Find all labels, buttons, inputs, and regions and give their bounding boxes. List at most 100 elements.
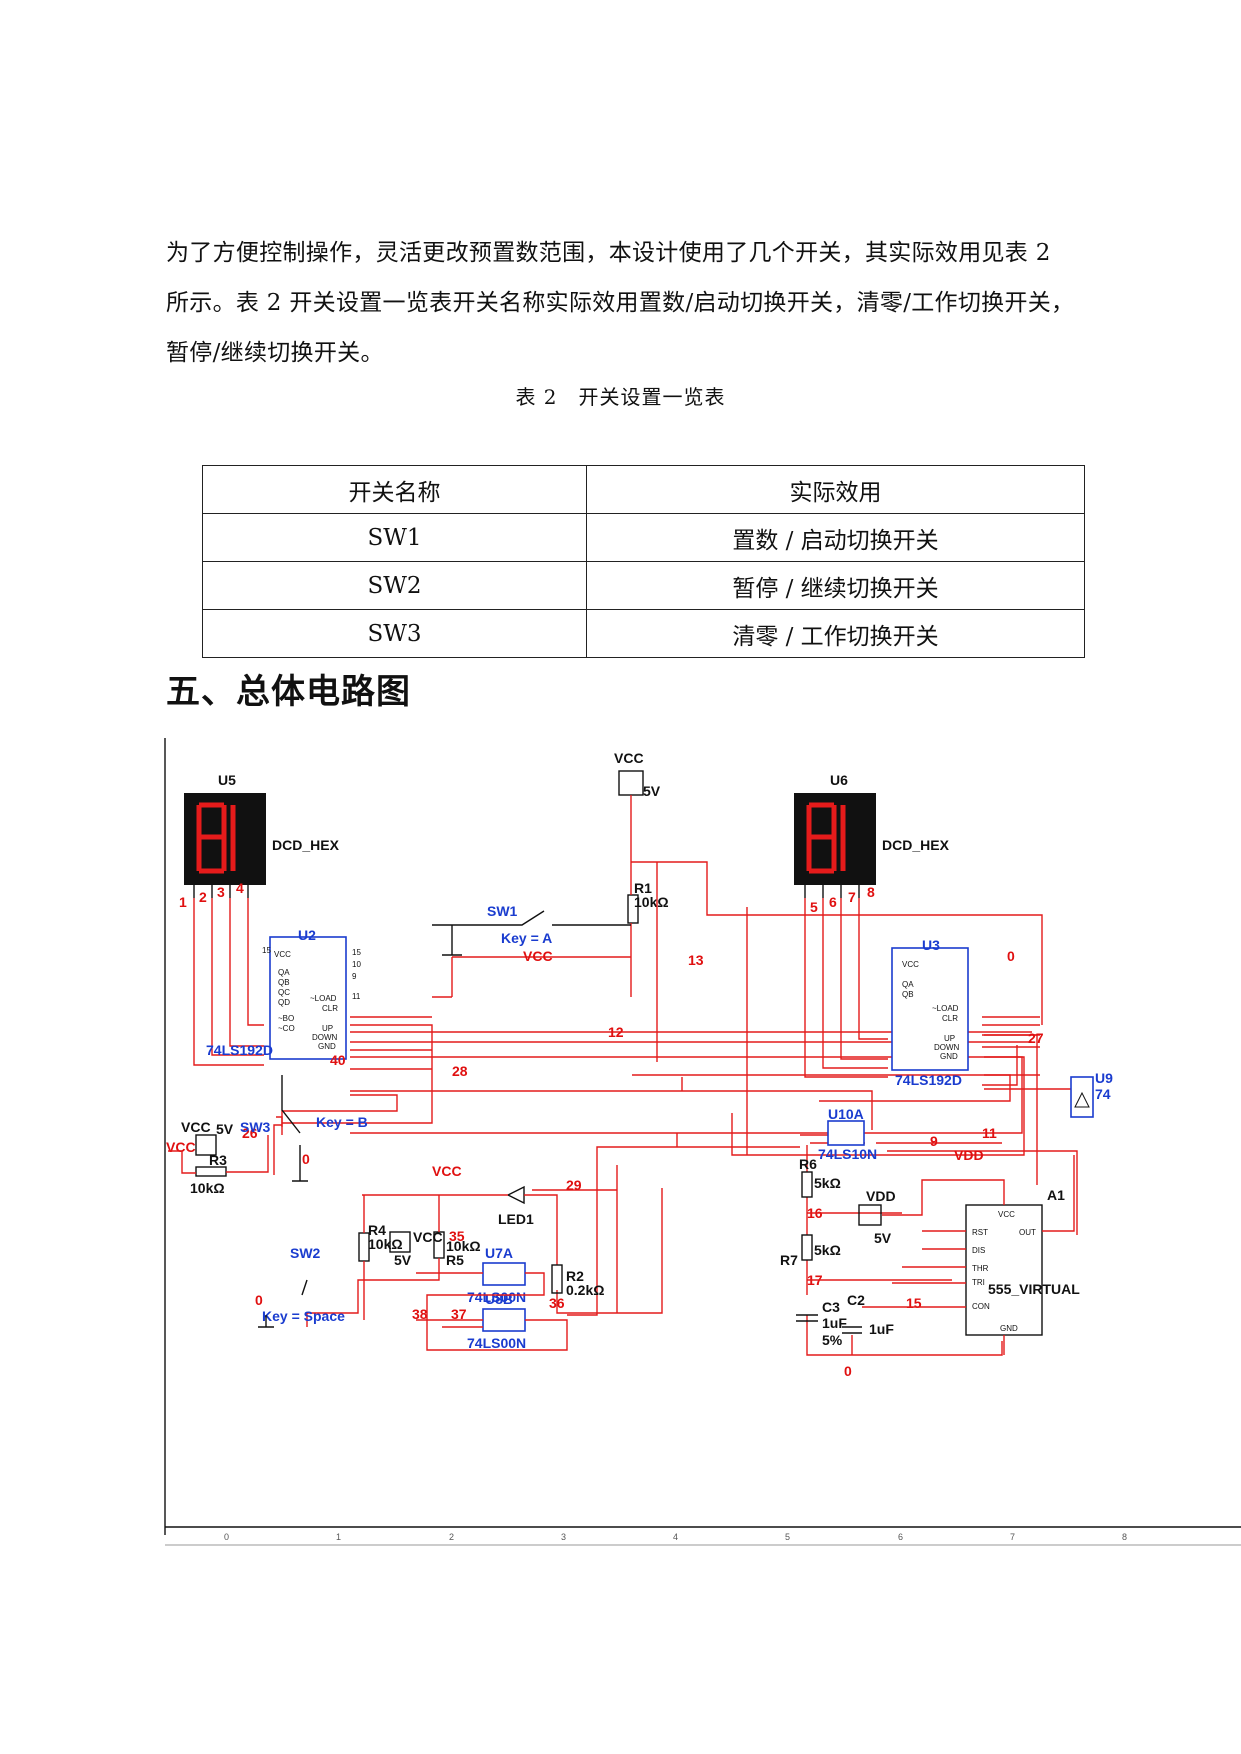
vcc-label: VCC — [614, 750, 644, 766]
vcc-voltage: 5V — [643, 783, 661, 799]
net-label: 38 — [412, 1306, 428, 1322]
ruler-tick: 5 — [785, 1532, 790, 1542]
net-label: 0 — [302, 1151, 310, 1167]
net-label: VCC — [523, 948, 553, 964]
pin-label: ~CO — [278, 1024, 295, 1033]
pin-name: GND — [940, 1052, 958, 1061]
ruler-tick: 6 — [898, 1532, 903, 1542]
timer-pin: CON — [972, 1302, 990, 1311]
pin-label: 15 — [262, 946, 271, 955]
resistor-r2 — [551, 1264, 563, 1294]
resistor-body — [195, 1166, 227, 1177]
intro-line: 所示。表 2 开关设置一览表开关名称实际效用置数/启动切换开关，清零/工作切换开… — [166, 290, 1075, 316]
resistor-value: 10kΩ — [368, 1236, 403, 1252]
resistor-value: 5kΩ — [814, 1242, 841, 1258]
timer-pin: RST — [972, 1228, 988, 1237]
cell-switch: SW3 — [202, 609, 587, 658]
pin-name: ~LOAD — [932, 1004, 959, 1013]
resistor-ref: R5 — [446, 1252, 464, 1268]
switch-ref: SW1 — [487, 903, 518, 919]
net-label: 15 — [906, 1295, 922, 1311]
ruler-tick: 8 — [1122, 1532, 1127, 1542]
intro-line: 为了方便控制操作，灵活更改预置数范围，本设计使用了几个开关，其实际效用见表 2 — [166, 240, 1051, 266]
pin-name: DOWN — [934, 1043, 960, 1052]
pin-name: CLR — [942, 1014, 958, 1023]
pin-name: ~LOAD — [310, 994, 337, 1003]
gate-body — [827, 1120, 865, 1146]
timer-part: 555_VIRTUAL — [988, 1281, 1080, 1297]
ruler-tick: 2 — [449, 1532, 454, 1542]
cell-effect: 清零 / 工作切换开关 — [586, 609, 1085, 658]
section-heading: 五、总体电路图 — [166, 672, 411, 712]
display-ref: U5 — [218, 772, 236, 788]
pin-number: 15 — [352, 948, 361, 957]
switch-key: Key = A — [501, 930, 552, 946]
cell-switch: SW2 — [202, 561, 587, 610]
net-label: 3 — [217, 884, 225, 900]
resistor-value: 10kΩ — [446, 1238, 481, 1254]
resistor-r7 — [801, 1234, 813, 1261]
pin-name: GND — [318, 1042, 336, 1051]
timer-pin: THR — [972, 1264, 989, 1273]
net-label: 11 — [982, 1125, 997, 1141]
chip-part: 74LS192D — [895, 1072, 962, 1088]
resistor-ref: R6 — [799, 1156, 817, 1172]
resistor-value: 10kΩ — [190, 1180, 225, 1196]
nand-gates: U7A 74LS00N U8B 74LS00N — [416, 1245, 568, 1351]
switch-sw1: SW1 Key = A — [432, 903, 631, 956]
intro-line: 暂停/继续切换开关。 — [166, 340, 384, 366]
vcc-label: VCC — [413, 1229, 443, 1245]
cell-switch: SW1 — [202, 513, 587, 562]
resistor-ref: R3 — [209, 1152, 227, 1168]
intro-paragraph: 为了方便控制操作，灵活更改预置数范围，本设计使用了几个开关，其实际效用见表 2 … — [166, 228, 1126, 378]
led-ref: LED1 — [498, 1211, 534, 1227]
net-label: VCC — [432, 1163, 462, 1179]
counter-u2: U2 74LS192D 15 VCC QA QB QC QD ~BO ~CO 1… — [206, 927, 361, 1060]
capacitor-ref: C2 — [847, 1292, 865, 1308]
timer-ref: A1 — [1047, 1187, 1065, 1203]
net-label: 27 — [1028, 1030, 1044, 1046]
net-label: 1 — [179, 894, 187, 910]
vcc-label: VCC — [181, 1119, 211, 1135]
switch-key: Key = Space — [262, 1308, 345, 1324]
pin-name: CLR — [322, 1004, 338, 1013]
pin-name: DOWN — [312, 1033, 338, 1042]
pin-label: VCC — [902, 960, 919, 969]
resistor-ref: R2 — [566, 1268, 584, 1284]
resistor-r1: R1 10kΩ — [627, 880, 669, 924]
ruler: 0 1 2 3 4 5 6 7 8 — [224, 1532, 1127, 1542]
net-label: VDD — [954, 1147, 984, 1163]
capacitor-ref: C3 — [822, 1299, 840, 1315]
pin-label: QC — [278, 988, 290, 997]
net-label: 9 — [930, 1133, 938, 1149]
resistor-r6 — [801, 1171, 813, 1198]
part-u9: U9 74 — [1070, 1070, 1113, 1118]
nand-gate-u8b — [482, 1308, 526, 1332]
net-label: 4 — [236, 880, 244, 896]
timer-pin: TRI — [972, 1278, 985, 1287]
vcc-voltage: 5V — [394, 1252, 412, 1268]
table-row: SW1 置数 / 启动切换开关 — [202, 513, 1085, 562]
table-row: SW2 暂停 / 继续切换开关 — [202, 561, 1085, 610]
net-label: 0 — [1007, 948, 1015, 964]
ruler-tick: 1 — [336, 1532, 341, 1542]
nand-gate-u10a: U10A 74LS10N — [818, 1106, 877, 1162]
resistor-body — [627, 894, 639, 924]
net-label: 0 — [255, 1292, 263, 1308]
net-label: 12 — [608, 1024, 624, 1040]
pin-number: 10 — [352, 960, 361, 969]
gate-part: 74LS00N — [467, 1289, 526, 1305]
ruler-tick: 0 — [224, 1532, 229, 1542]
header-effect: 实际效用 — [586, 465, 1085, 514]
resistor-value: 0.2kΩ — [566, 1282, 604, 1298]
counter-chip — [269, 936, 347, 1060]
chip-part: 74LS192D — [206, 1042, 273, 1058]
net-label: 35 — [449, 1228, 465, 1244]
part-ref-2: 74 — [1095, 1086, 1111, 1102]
resistor-ref: R4 — [368, 1222, 386, 1238]
counter-chip — [891, 947, 969, 1071]
switch-sw2: SW2 Key = Space — [258, 1245, 345, 1328]
timer-pin: DIS — [972, 1246, 985, 1255]
pin-label: QB — [278, 978, 290, 987]
gate-part: 74LS10N — [818, 1146, 877, 1162]
